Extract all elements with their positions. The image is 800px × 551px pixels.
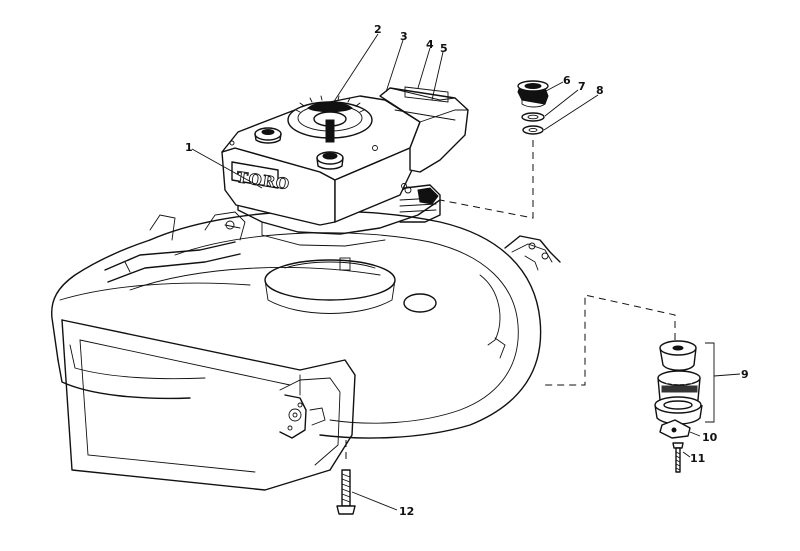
callout-10: 10 [702, 431, 718, 444]
deck-bolt [336, 440, 356, 515]
callout-5: 5 [440, 42, 448, 55]
callout-9: 9 [741, 368, 749, 381]
callout-3: 3 [400, 30, 408, 43]
air-cleaner-cap [517, 80, 549, 108]
callout-11: 11 [690, 452, 705, 465]
callout-7: 7 [578, 80, 586, 93]
callout-labels: 1 2 3 4 5 6 7 8 9 10 11 12 [185, 23, 749, 518]
mower-deck [51, 210, 542, 439]
muffler-assembly [654, 340, 703, 473]
air-cleaner-washer [522, 125, 544, 135]
muffler-assembly-line [545, 294, 676, 386]
callout-2: 2 [374, 23, 382, 36]
front-skirt [61, 319, 356, 491]
callout-12: 12 [399, 505, 414, 518]
air-filter-assembly-line [439, 140, 534, 219]
callout-8: 8 [596, 84, 604, 97]
rear-height-bracket [504, 235, 561, 271]
leader-lines [191, 33, 741, 511]
callout-1: 1 [185, 141, 193, 154]
callout-4: 4 [426, 38, 434, 51]
engine-assembly: TORO [221, 86, 469, 247]
handle-bracket [104, 211, 246, 283]
air-cleaner-gasket [521, 112, 545, 122]
callout-6: 6 [563, 74, 571, 87]
